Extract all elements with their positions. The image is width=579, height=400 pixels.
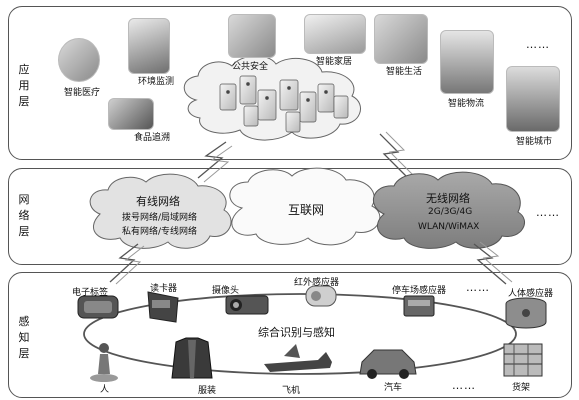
wired-network-line2: 私有网络/专线网络 <box>122 227 198 237</box>
perception-top-ellipsis: …… <box>466 281 490 294</box>
person-icon <box>90 343 118 382</box>
parking-sensor-icon <box>403 295 435 317</box>
car-label: 汽车 <box>384 383 403 393</box>
security-photo <box>228 14 276 58</box>
aircraft-icon <box>264 344 332 372</box>
card-reader-label: 读卡器 <box>150 284 178 294</box>
camera-label: 摄像头 <box>212 286 240 296</box>
infrared-label: 红外感应器 <box>294 278 340 288</box>
wired-network-line1: 拨号网络/局域网络 <box>122 213 198 223</box>
internet-cloud <box>229 167 381 246</box>
aircraft-label: 飞机 <box>282 386 301 396</box>
link-bolt-app-left-b <box>203 145 233 183</box>
food-photo <box>108 98 154 130</box>
medical-photo <box>58 38 100 82</box>
wired-network-cloud <box>89 173 232 249</box>
wireless-network-cloud <box>373 171 525 249</box>
clothing-icon <box>171 337 213 379</box>
network-layer-label: 网络层 <box>18 193 30 238</box>
app-security-label: 公共安全 <box>232 62 269 72</box>
human-sensor-label: 人体感应器 <box>508 289 554 299</box>
link-bolt-net-right-b <box>479 241 513 283</box>
perception-layer-label: 感知层 <box>18 315 30 360</box>
internet-label: 互联网 <box>288 203 325 217</box>
infrared-sensor-icon <box>305 285 337 307</box>
app-logistics-label: 智能物流 <box>448 99 485 109</box>
perception-bottom-ellipsis: …… <box>452 379 476 392</box>
perception-center-label: 综合识别与感知 <box>258 326 335 339</box>
parking-sensor-label: 停车场感应器 <box>392 286 447 296</box>
wireless-network-title: 无线网络 <box>426 192 470 205</box>
home-photo <box>304 14 366 54</box>
server-cluster-icon <box>219 75 349 133</box>
logistics-photo <box>440 30 494 94</box>
rfid-tag-icon <box>77 295 119 319</box>
app-home-label: 智能家居 <box>316 57 353 67</box>
human-sensor-icon <box>505 297 547 329</box>
environment-photo <box>128 18 170 74</box>
link-bolt-app-left <box>197 141 227 179</box>
person-label: 人 <box>100 385 110 395</box>
wireless-network-line1: 2G/3G/4G <box>428 207 473 217</box>
app-life-label: 智能生活 <box>386 67 423 77</box>
car-icon <box>359 349 417 379</box>
rfid-tag-label: 电子标签 <box>72 288 109 298</box>
app-medical-label: 智能医疗 <box>64 88 101 98</box>
app-city-label: 智能城市 <box>516 137 553 147</box>
network-ellipsis: …… <box>536 206 560 219</box>
app-food-label: 食品追溯 <box>134 133 171 143</box>
app-ellipsis: …… <box>526 38 550 51</box>
perception-ring <box>83 293 517 375</box>
camera-icon <box>225 295 269 315</box>
wired-network-title: 有线网络 <box>136 195 180 208</box>
application-layer-label: 应用层 <box>18 63 30 108</box>
link-bolt-net-left-b <box>115 245 145 285</box>
app-environment-label: 环境监测 <box>138 77 175 87</box>
wireless-network-line2: WLAN/WiMAX <box>418 222 480 232</box>
card-reader-icon <box>147 291 179 323</box>
shelf-label: 货架 <box>512 383 531 393</box>
shelf-icon <box>503 343 543 377</box>
city-photo <box>506 66 560 132</box>
clothing-label: 服装 <box>198 386 217 396</box>
life-photo <box>374 14 428 64</box>
link-bolt-app-right-b <box>385 131 415 177</box>
